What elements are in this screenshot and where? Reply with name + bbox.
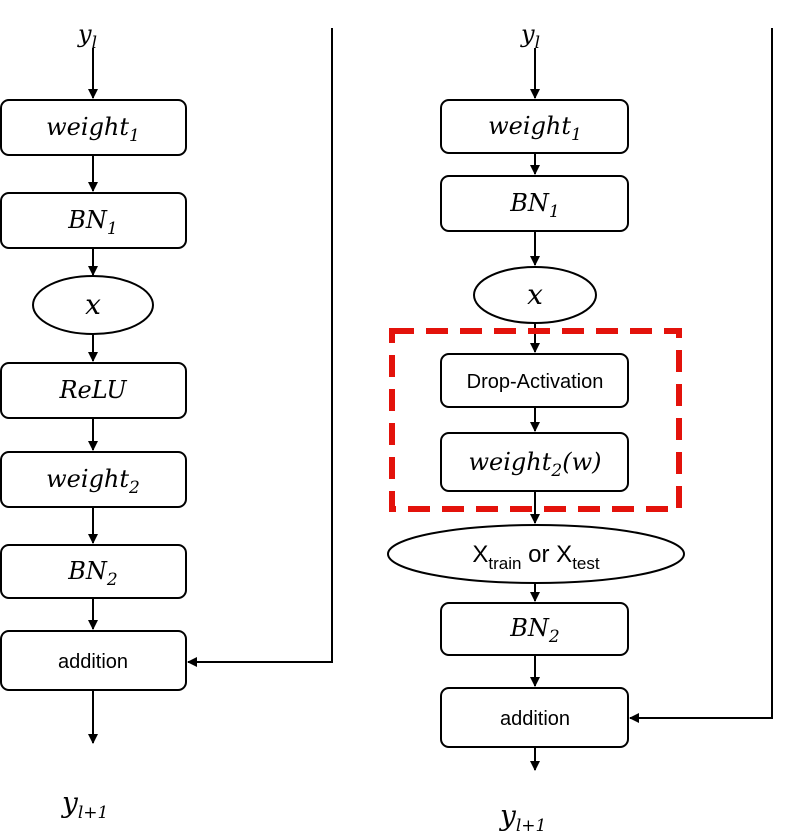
left-bn2-label: BN2 — [67, 557, 117, 590]
left-input-label: yl — [77, 20, 97, 53]
left-residual-block: yl weight1 BN1 x ReLU weight2 BN2 a — [0, 20, 333, 823]
left-weight2-label: weight2 — [46, 465, 140, 498]
right-skip-connection — [629, 28, 773, 723]
left-bn1-label: BN1 — [67, 206, 117, 239]
right-output-label: yl+1 — [498, 799, 546, 835]
right-bn2-label: BN2 — [509, 614, 559, 647]
left-x-label: x — [85, 288, 101, 321]
right-drop-activation-label: Drop-Activation — [467, 371, 604, 393]
right-xtrain-xtest-label: Xtrain or Xtest — [472, 541, 599, 573]
right-residual-block: yl weight1 BN1 x Drop-Activation weight2… — [387, 20, 773, 835]
right-bn1-label: BN1 — [509, 189, 559, 222]
left-relu-label: ReLU — [58, 376, 127, 404]
left-skip-connection — [187, 28, 333, 667]
left-weight1-label: weight1 — [46, 113, 140, 146]
highlight-dashed-box — [389, 328, 682, 512]
right-input-label: yl — [520, 20, 540, 53]
right-weight2w-label: weight2(w) — [469, 448, 602, 481]
left-output-label: yl+1 — [60, 786, 108, 823]
left-addition-label: addition — [58, 651, 128, 673]
right-x-label: x — [527, 278, 543, 311]
right-addition-label: addition — [500, 708, 570, 730]
right-weight1-label: weight1 — [488, 112, 582, 145]
